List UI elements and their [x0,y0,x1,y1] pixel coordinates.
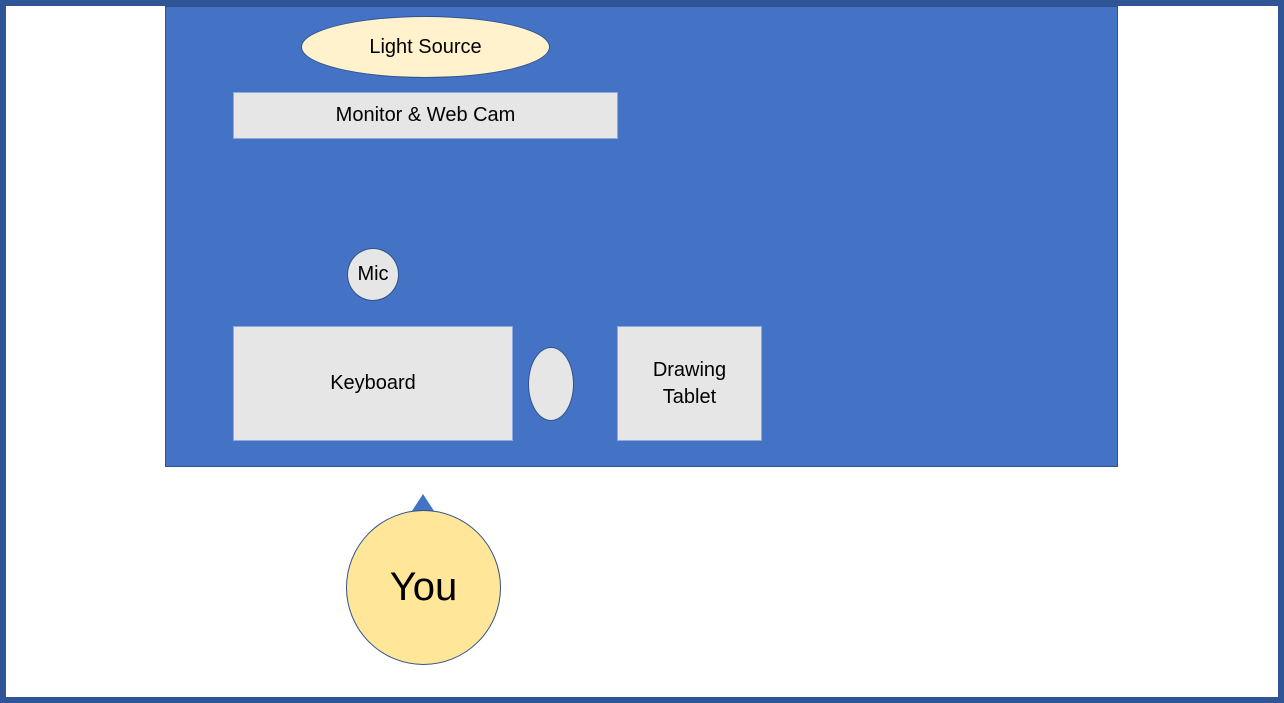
monitor-webcam: Monitor & Web Cam [233,92,618,139]
keyboard: Keyboard [233,326,513,441]
triangle-up-icon [410,494,436,514]
monitor-webcam-label: Monitor & Web Cam [335,104,516,126]
mouse [528,347,574,421]
drawing-tablet-label: Drawing Tablet [652,358,727,408]
you-position: You [346,510,501,665]
drawing-tablet: Drawing Tablet [617,326,762,441]
microphone-label: Mic [357,263,389,285]
you-label: You [389,565,458,609]
microphone: Mic [347,248,399,301]
light-source-label: Light Source [369,35,482,58]
light-source: Light Source [301,16,550,78]
keyboard-label: Keyboard [330,372,416,394]
